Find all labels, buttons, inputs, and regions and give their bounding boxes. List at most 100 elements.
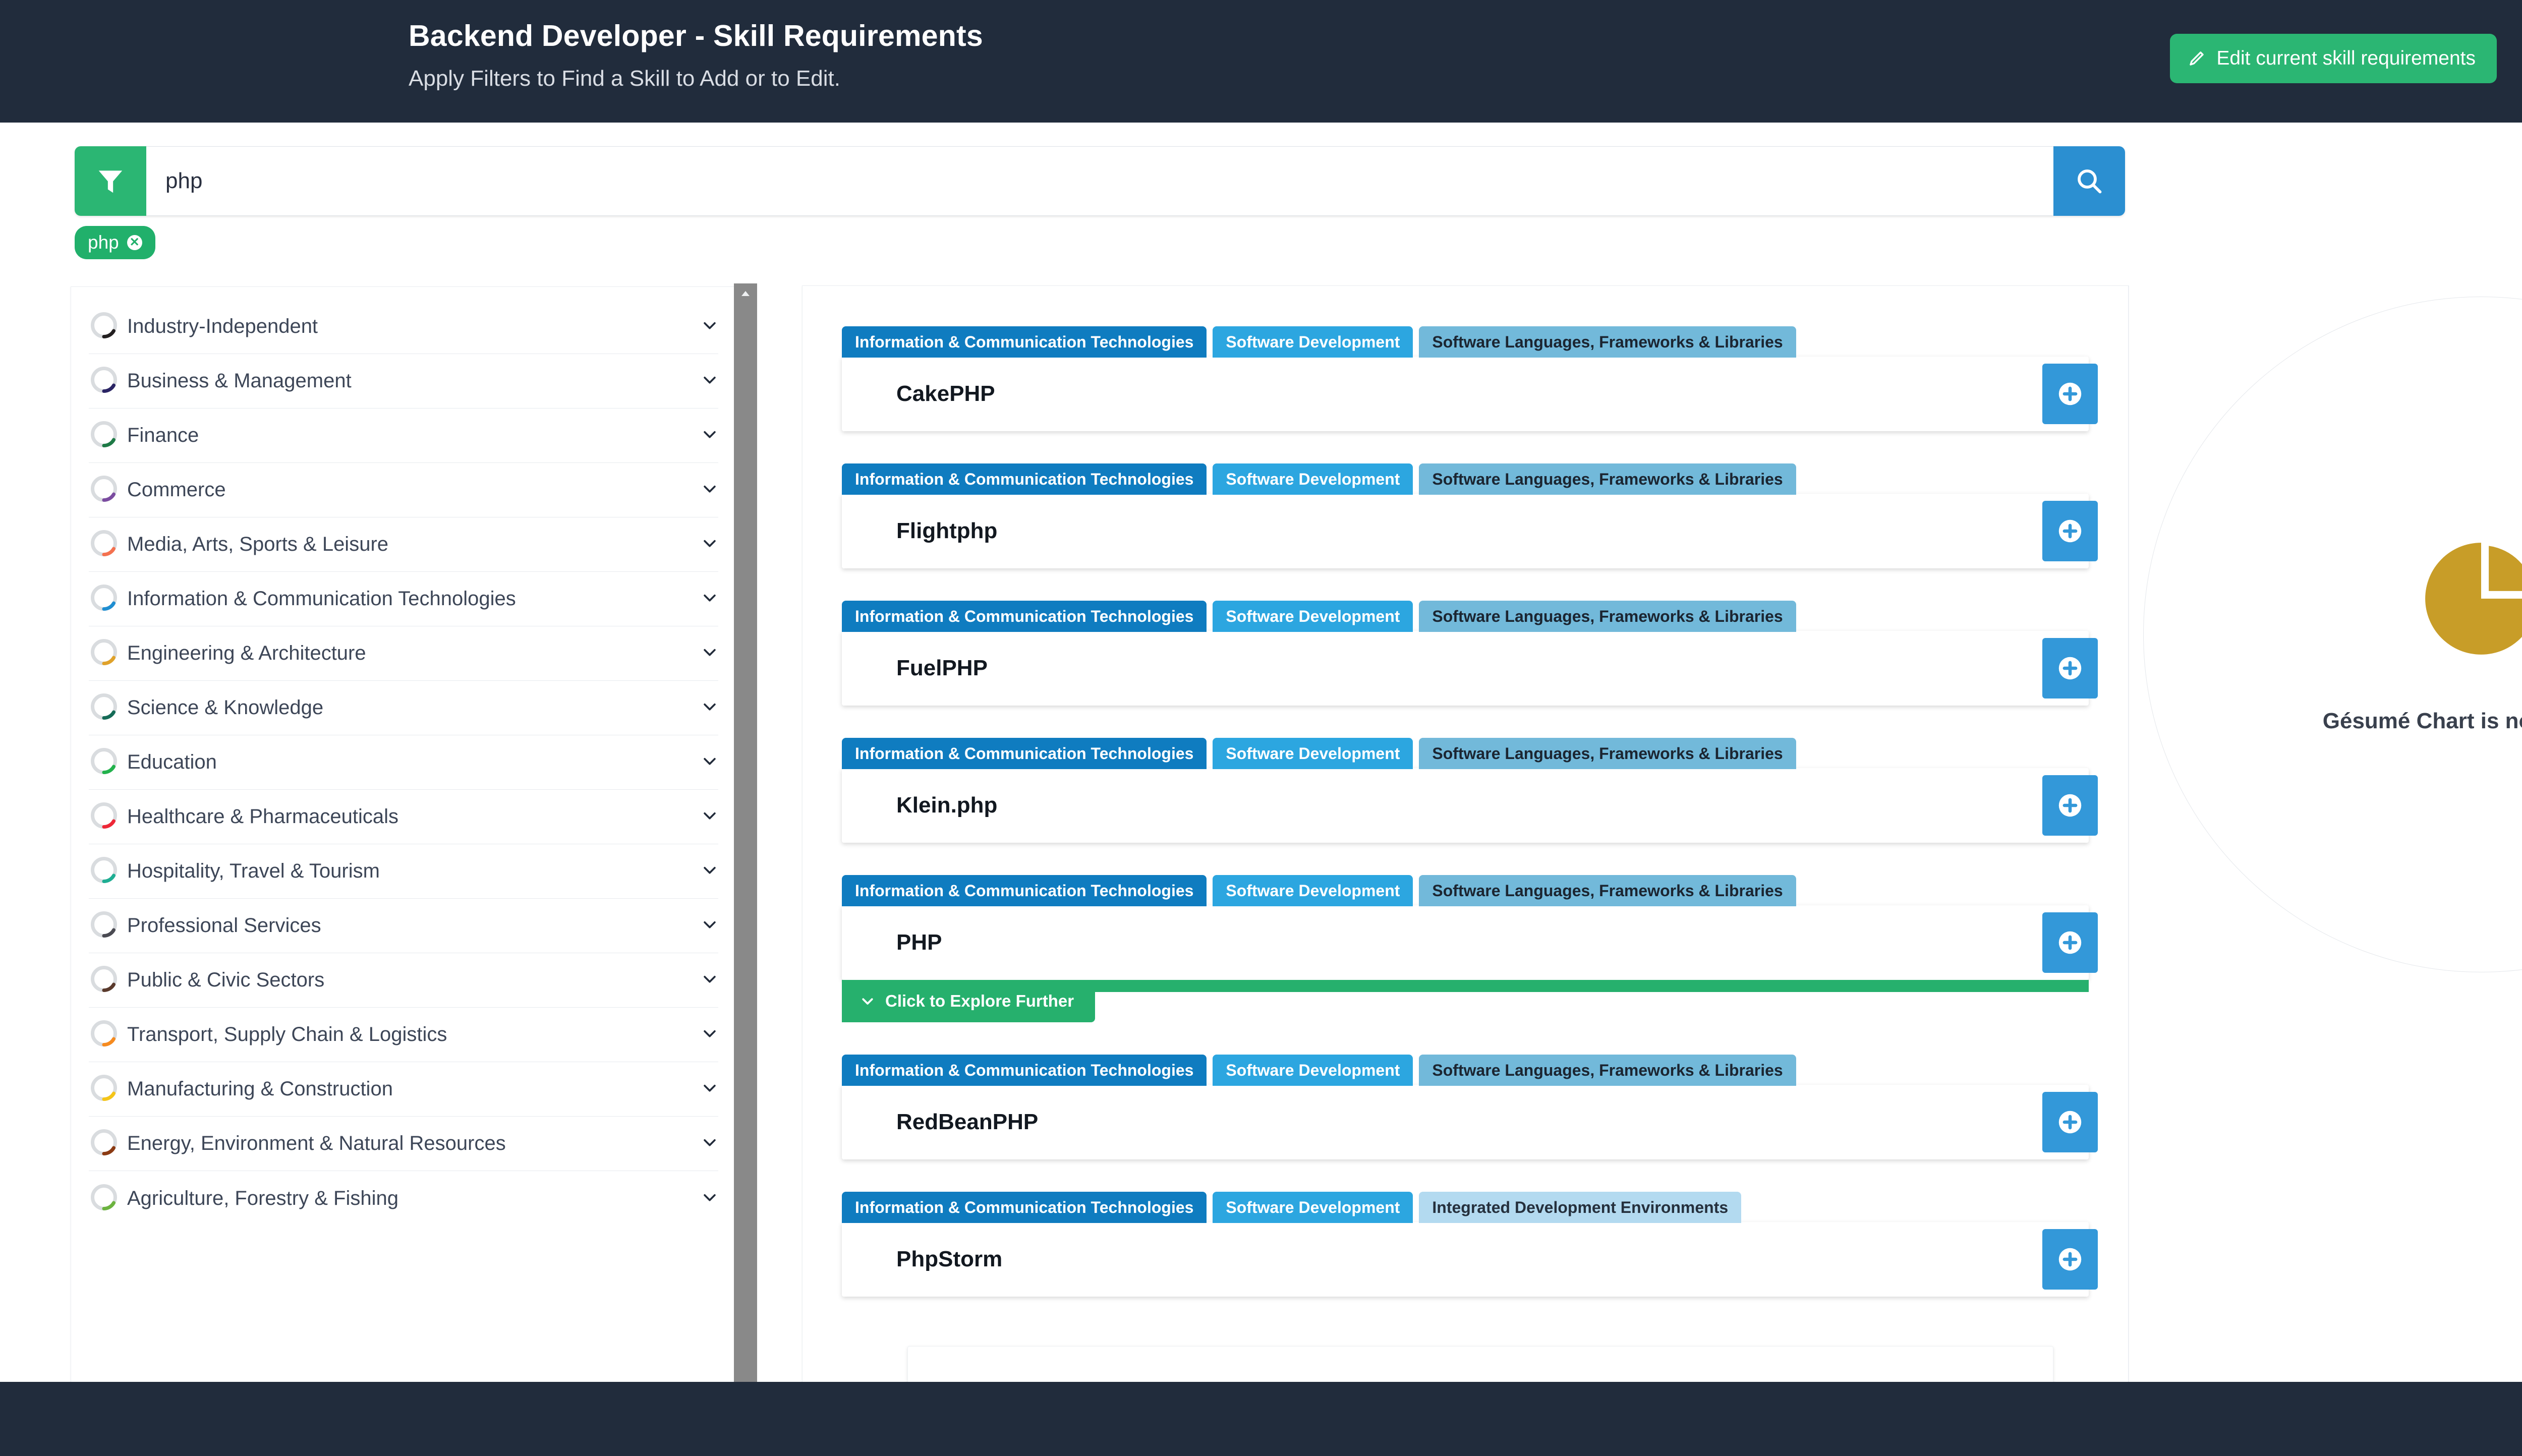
- sidebar-item[interactable]: Information & Communication Technologies: [89, 572, 718, 626]
- filter-chip-php[interactable]: php ✕: [75, 226, 155, 259]
- category-scrollbar-thumb[interactable]: [734, 283, 757, 1383]
- category-donut-icon: [89, 1018, 127, 1051]
- page-subtitle: Apply Filters to Find a Skill to Add or …: [409, 66, 840, 91]
- taxonomy-tag[interactable]: Software Development: [1213, 601, 1413, 632]
- chevron-down-icon[interactable]: [696, 916, 718, 936]
- chevron-down-icon[interactable]: [696, 535, 718, 554]
- category-donut-icon: [89, 310, 127, 343]
- category-donut-icon: [89, 1182, 127, 1215]
- skill-row[interactable]: Klein.php: [842, 768, 2098, 843]
- category-scrollbar-track[interactable]: [734, 283, 757, 1383]
- chevron-down-icon[interactable]: [696, 861, 718, 881]
- chevron-down-icon[interactable]: [696, 317, 718, 336]
- funnel-icon: [95, 165, 126, 197]
- taxonomy-tag[interactable]: Information & Communication Technologies: [842, 601, 1207, 632]
- taxonomy-tag[interactable]: Information & Communication Technologies: [842, 875, 1207, 906]
- taxonomy-tag[interactable]: Software Languages, Frameworks & Librari…: [1419, 463, 1796, 495]
- add-skill-button[interactable]: [2042, 1229, 2098, 1290]
- taxonomy-tag[interactable]: Information & Communication Technologies: [842, 1055, 1207, 1086]
- sidebar-item[interactable]: Media, Arts, Sports & Leisure: [89, 517, 718, 572]
- skill-row[interactable]: FuelPHP: [842, 631, 2098, 706]
- taxonomy-tag[interactable]: Information & Communication Technologies: [842, 738, 1207, 769]
- sidebar-item[interactable]: Healthcare & Pharmaceuticals: [89, 790, 718, 844]
- taxonomy-tag[interactable]: Software Languages, Frameworks & Librari…: [1419, 875, 1796, 906]
- chevron-down-icon[interactable]: [696, 752, 718, 772]
- skill-taxonomy-tags: Information & Communication Technologies…: [842, 1055, 2089, 1086]
- skill-taxonomy-tags: Information & Communication Technologies…: [842, 326, 2089, 358]
- sidebar-item[interactable]: Education: [89, 735, 718, 790]
- add-skill-button[interactable]: [2042, 912, 2098, 973]
- sidebar-item-label: Commerce: [127, 479, 226, 501]
- taxonomy-tag[interactable]: Integrated Development Environments: [1419, 1192, 1742, 1223]
- add-skill-button[interactable]: [2042, 1092, 2098, 1152]
- search-submit-button[interactable]: [2053, 146, 2125, 216]
- sidebar-item[interactable]: Professional Services: [89, 899, 718, 953]
- chevron-down-icon[interactable]: [696, 426, 718, 445]
- taxonomy-tag[interactable]: Software Development: [1213, 326, 1413, 358]
- edit-button-label: Edit current skill requirements: [2216, 47, 2476, 69]
- caret-up-icon[interactable]: [734, 283, 757, 304]
- sidebar-item[interactable]: Industry-Independent: [89, 300, 718, 354]
- sidebar-item[interactable]: Hospitality, Travel & Tourism: [89, 844, 718, 899]
- sidebar-item[interactable]: Transport, Supply Chain & Logistics: [89, 1008, 718, 1062]
- close-icon[interactable]: ✕: [127, 235, 142, 250]
- add-skill-button[interactable]: [2042, 638, 2098, 698]
- sidebar-item-label: Media, Arts, Sports & Leisure: [127, 533, 389, 555]
- filter-button[interactable]: [75, 146, 146, 216]
- sidebar-item-label: Agriculture, Forestry & Fishing: [127, 1187, 398, 1209]
- sidebar-item[interactable]: Agriculture, Forestry & Fishing: [89, 1171, 718, 1226]
- sidebar-item[interactable]: Engineering & Architecture: [89, 626, 718, 681]
- add-skill-button[interactable]: [2042, 501, 2098, 561]
- skill-result-card: Information & Communication Technologies…: [842, 463, 2098, 568]
- taxonomy-tag[interactable]: Information & Communication Technologies: [842, 1192, 1207, 1223]
- taxonomy-tag[interactable]: Software Languages, Frameworks & Librari…: [1419, 1055, 1796, 1086]
- category-donut-icon: [89, 474, 127, 506]
- chevron-down-icon[interactable]: [696, 480, 718, 500]
- search-results-panel: Information & Communication Technologies…: [802, 285, 2129, 1437]
- add-skill-button[interactable]: [2042, 364, 2098, 424]
- chevron-down-icon[interactable]: [696, 970, 718, 990]
- chevron-down-icon[interactable]: [696, 1025, 718, 1044]
- sidebar-item[interactable]: Finance: [89, 409, 718, 463]
- sidebar-item-label: Transport, Supply Chain & Logistics: [127, 1023, 447, 1045]
- chevron-down-icon[interactable]: [696, 644, 718, 663]
- chevron-down-icon[interactable]: [696, 371, 718, 391]
- chevron-down-icon[interactable]: [696, 589, 718, 609]
- taxonomy-tag[interactable]: Software Development: [1213, 463, 1413, 495]
- taxonomy-tag[interactable]: Software Development: [1213, 875, 1413, 906]
- sidebar-item[interactable]: Manufacturing & Construction: [89, 1062, 718, 1117]
- sidebar-item[interactable]: Commerce: [89, 463, 718, 517]
- search-input[interactable]: [146, 146, 2053, 216]
- chevron-down-icon[interactable]: [696, 1079, 718, 1099]
- taxonomy-tag[interactable]: Software Development: [1213, 1192, 1413, 1223]
- skill-row[interactable]: Flightphp: [842, 494, 2098, 568]
- taxonomy-tag[interactable]: Software Languages, Frameworks & Librari…: [1419, 326, 1796, 358]
- sidebar-item[interactable]: Public & Civic Sectors: [89, 953, 718, 1008]
- taxonomy-tag[interactable]: Information & Communication Technologies: [842, 326, 1207, 358]
- explore-further-button[interactable]: Click to Explore Further: [842, 980, 1096, 1022]
- edit-skill-requirements-button[interactable]: Edit current skill requirements: [2170, 34, 2497, 83]
- taxonomy-tag[interactable]: Software Languages, Frameworks & Librari…: [1419, 738, 1796, 769]
- chevron-down-icon[interactable]: [696, 698, 718, 718]
- taxonomy-tag[interactable]: Software Development: [1213, 738, 1413, 769]
- skill-row[interactable]: CakePHP: [842, 357, 2098, 431]
- taxonomy-tag[interactable]: Software Languages, Frameworks & Librari…: [1419, 601, 1796, 632]
- sidebar-item[interactable]: Energy, Environment & Natural Resources: [89, 1117, 718, 1171]
- skill-row[interactable]: PHP: [842, 905, 2098, 980]
- sidebar-item[interactable]: Business & Management: [89, 354, 718, 409]
- page-title: Backend Developer - Skill Requirements: [409, 19, 983, 52]
- chevron-down-icon[interactable]: [696, 1189, 718, 1208]
- sidebar-item[interactable]: Science & Knowledge: [89, 681, 718, 735]
- skill-row[interactable]: RedBeanPHP: [842, 1085, 2098, 1159]
- app-header: Backend Developer - Skill Requirements A…: [0, 0, 2522, 123]
- taxonomy-tag[interactable]: Software Development: [1213, 1055, 1413, 1086]
- skill-taxonomy-tags: Information & Communication Technologies…: [842, 601, 2089, 632]
- chevron-down-icon[interactable]: [696, 1134, 718, 1153]
- category-donut-icon: [89, 691, 127, 724]
- skill-name: PHP: [896, 930, 942, 955]
- taxonomy-tag[interactable]: Information & Communication Technologies: [842, 463, 1207, 495]
- chevron-down-icon[interactable]: [696, 807, 718, 827]
- skill-row[interactable]: PhpStorm: [842, 1222, 2098, 1297]
- skill-name: Klein.php: [896, 793, 998, 818]
- add-skill-button[interactable]: [2042, 775, 2098, 836]
